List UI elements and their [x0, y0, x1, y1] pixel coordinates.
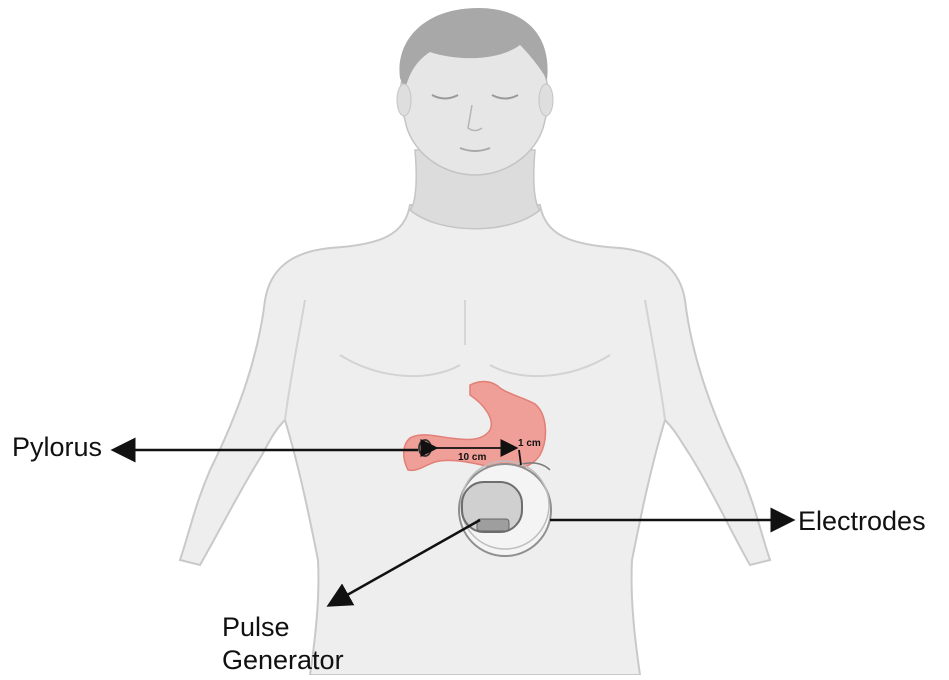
pulse-generator-label-line1: Pulse	[222, 611, 344, 644]
measure-10cm-label: 10 cm	[458, 452, 486, 463]
electrodes-label: Electrodes	[798, 505, 926, 538]
pulse-generator-header	[477, 519, 509, 531]
right-ear	[539, 84, 553, 116]
measure-1cm-label: 1 cm	[518, 438, 541, 449]
left-ear	[397, 84, 411, 116]
pulse-generator-label-line2: Generator	[222, 644, 344, 677]
pulse-generator-label: Pulse Generator	[222, 611, 344, 677]
pylorus-label: Pylorus	[12, 431, 102, 464]
